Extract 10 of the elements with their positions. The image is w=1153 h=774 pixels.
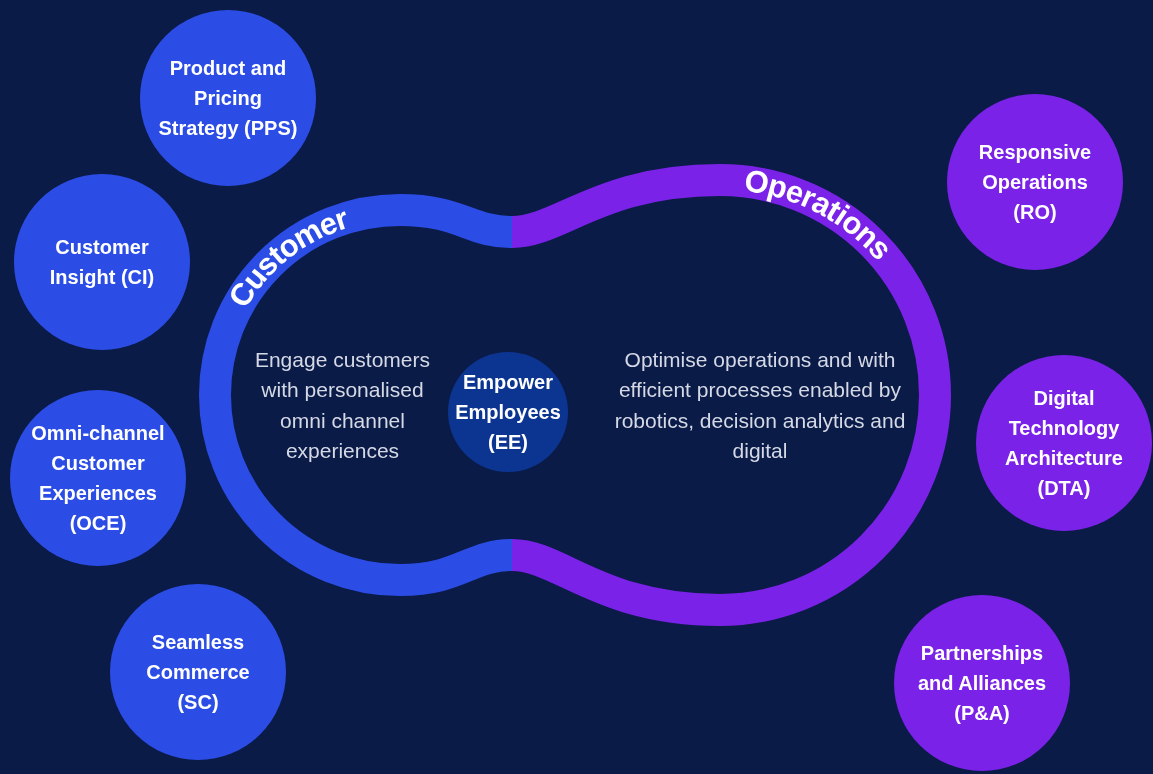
pillar-circle: Empower Employees (EE) <box>448 352 568 472</box>
pillar-circle: Partnerships and Alliances (P&A) <box>894 595 1070 771</box>
pillar-description: Engage customers with personalised omni channel experiences <box>253 347 432 465</box>
pillar-circle: Omni-channel Customer Experiences (OCE) <box>10 390 186 566</box>
pillar-circle: Digital Technology Architecture (DTA) <box>976 355 1152 531</box>
pillar-description: Optimise operations and with efficient processes enabled by robotics, decision analytics and digital <box>613 347 907 465</box>
pillar-circle: Responsive Operations (RO) <box>947 94 1123 270</box>
pillar-circle: Seamless Commerce (SC) <box>110 584 286 760</box>
pillar-circle: Product and Pricing Strategy (PPS) <box>140 10 316 186</box>
pillar-circle: Customer Insight (CI) <box>14 174 190 350</box>
